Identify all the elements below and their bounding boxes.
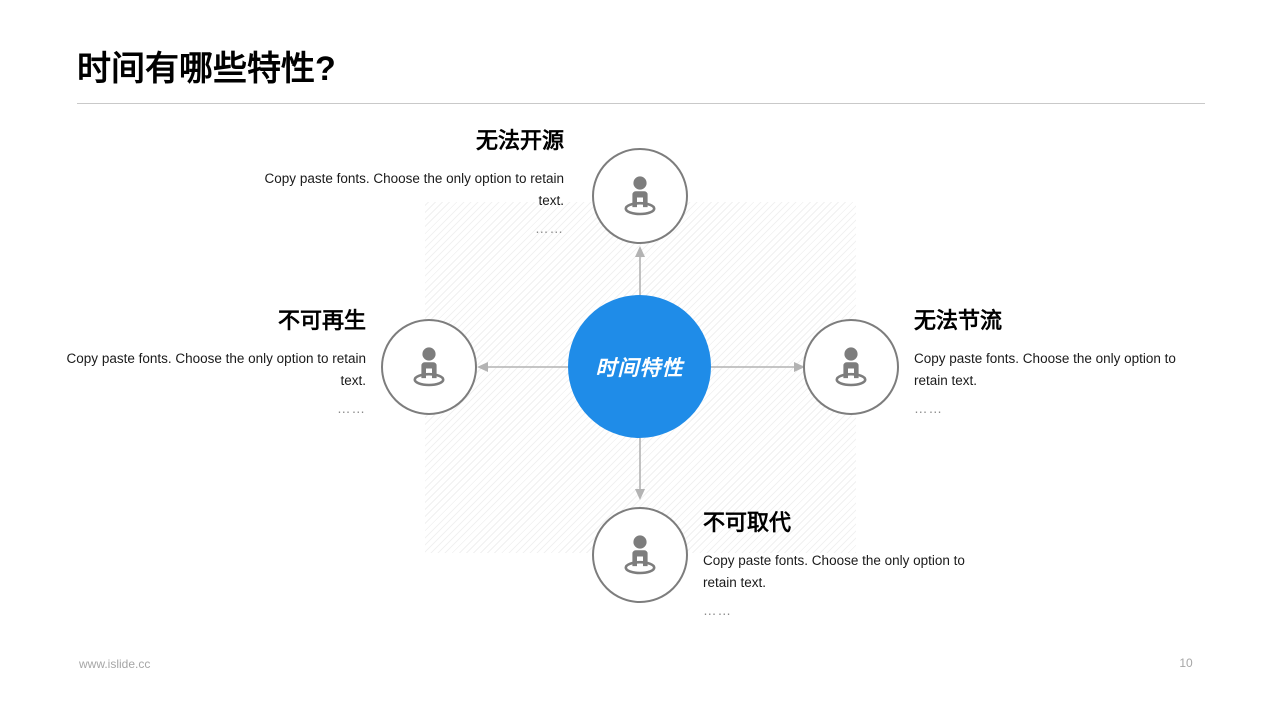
connector-arrow-right (711, 359, 805, 375)
person-location-icon (614, 529, 666, 581)
connector-arrow-up (632, 246, 648, 296)
person-location-icon (825, 341, 877, 393)
connector-arrow-left (477, 359, 571, 375)
feature-ellipsis: …… (535, 221, 564, 236)
footer-url[interactable]: www.islide.cc (79, 657, 151, 671)
icon-circle-right[interactable] (803, 319, 899, 415)
center-hub-circle[interactable]: 时间特性 (568, 295, 711, 438)
page-title: 时间有哪些特性? (77, 50, 336, 88)
feature-body: Copy paste fonts. Choose the only option… (264, 171, 564, 208)
title-divider (77, 103, 1205, 104)
icon-circle-bottom[interactable] (592, 507, 688, 603)
feature-ellipsis: …… (337, 401, 366, 416)
feature-body: Copy paste fonts. Choose the only option… (914, 351, 1176, 388)
feature-heading: 不可取代 (703, 510, 792, 535)
feature-heading: 无法节流 (914, 308, 1003, 333)
feature-block-bottom: 不可取代 Copy paste fonts. Choose the only o… (703, 508, 993, 622)
feature-body: Copy paste fonts. Choose the only option… (66, 351, 366, 388)
feature-block-right: 无法节流 Copy paste fonts. Choose the only o… (914, 306, 1204, 420)
feature-body: Copy paste fonts. Choose the only option… (703, 553, 965, 590)
person-location-icon (614, 170, 666, 222)
feature-block-top: 无法开源 Copy paste fonts. Choose the only o… (264, 126, 564, 240)
icon-circle-top[interactable] (592, 148, 688, 244)
feature-block-left: 不可再生 Copy paste fonts. Choose the only o… (65, 306, 366, 420)
person-location-icon (403, 341, 455, 393)
connector-arrow-down (632, 438, 648, 500)
feature-ellipsis: …… (914, 401, 943, 416)
slide-page-number: 10 (1179, 656, 1193, 670)
center-hub-label: 时间特性 (595, 356, 684, 380)
feature-ellipsis: …… (703, 603, 732, 618)
icon-circle-left[interactable] (381, 319, 477, 415)
feature-heading: 不可再生 (277, 308, 366, 333)
feature-heading: 无法开源 (475, 128, 564, 153)
